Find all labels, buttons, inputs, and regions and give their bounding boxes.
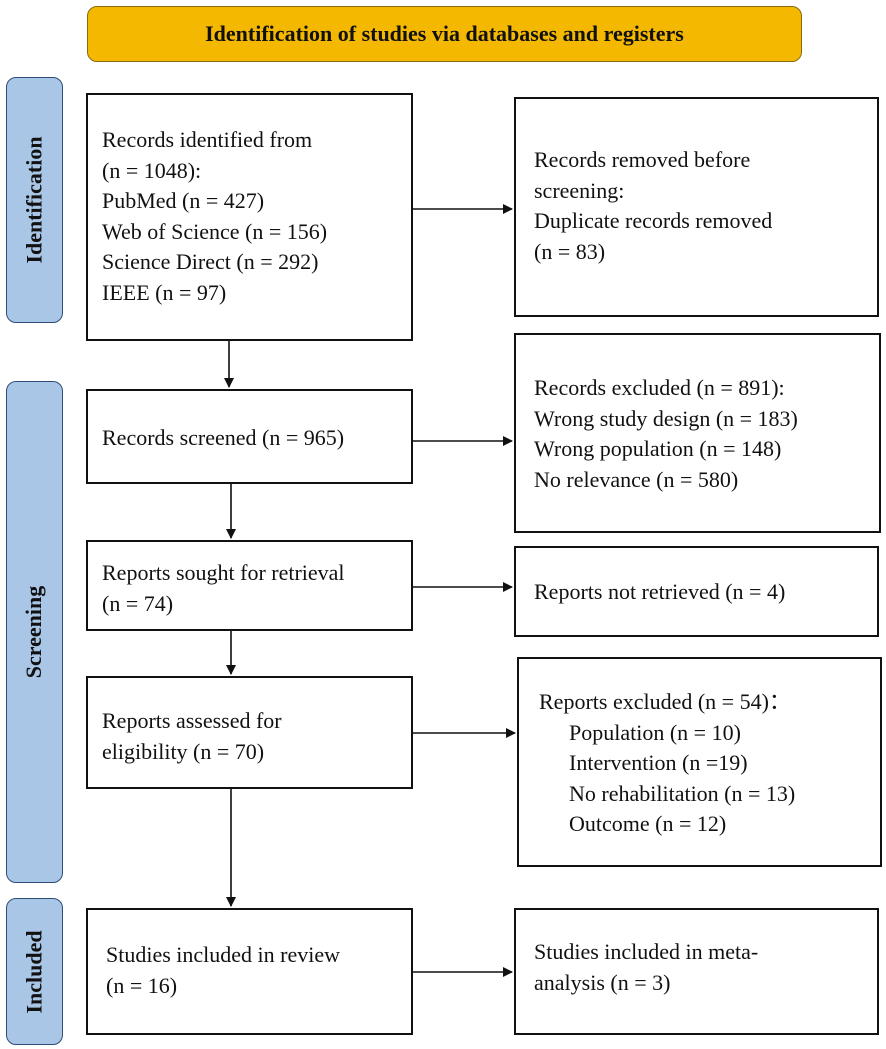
phase-included: Included [6,898,63,1045]
reports-excluded-box: Reports excluded (n = 54)： Population (n… [517,657,882,867]
records-removed-box: Records removed before screening: Duplic… [514,97,879,317]
phase-identification: Identification [6,77,63,323]
records-excluded-box: Records excluded (n = 891): Wrong study … [514,333,881,533]
reports-not-retrieved-box: Reports not retrieved (n = 4) [514,546,879,637]
reports-sought-box: Reports sought for retrieval (n = 74) [86,540,413,631]
records-identified-box: Records identified from (n = 1048): PubM… [86,93,413,341]
diagram-header: Identification of studies via databases … [87,6,802,62]
meta-analysis-box: Studies included in meta- analysis (n = … [514,908,879,1035]
reports-assessed-box: Reports assessed for eligibility (n = 70… [86,676,413,789]
records-screened-box: Records screened (n = 965) [86,389,413,484]
phase-screening: Screening [6,381,63,883]
studies-included-box: Studies included in review (n = 16) [86,908,413,1035]
